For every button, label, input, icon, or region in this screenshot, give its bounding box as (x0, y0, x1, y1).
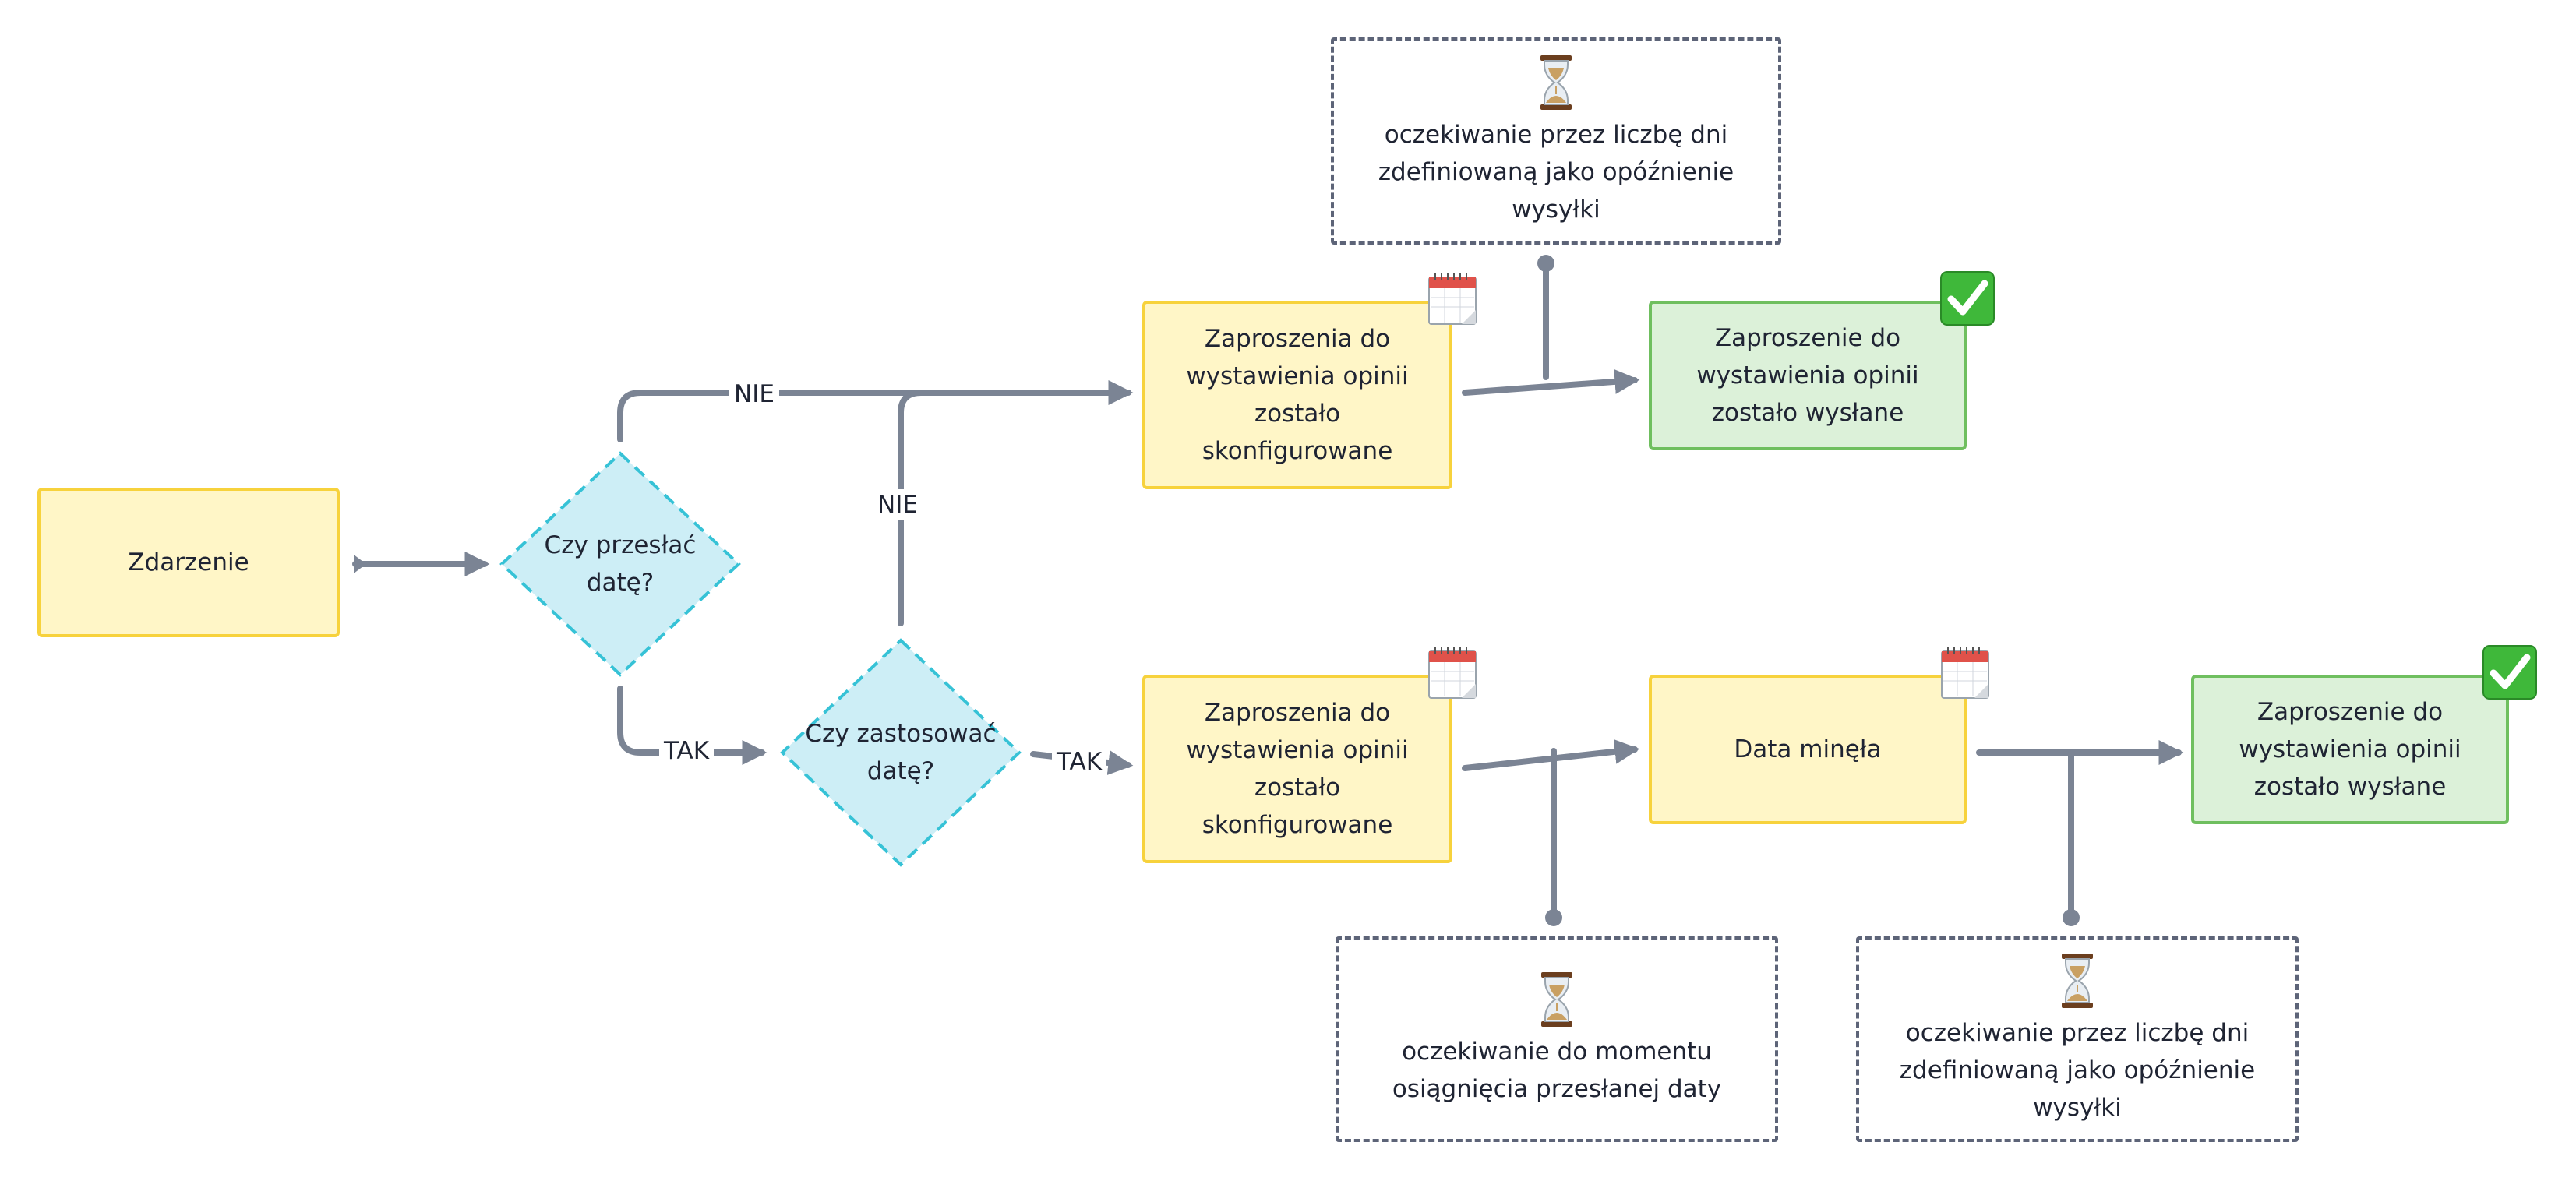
wait-until-date-text: oczekiwanie do momentu osiągnięcia przes… (1392, 1038, 1722, 1103)
configured-node-top: Zaproszenia do wystawienia opinii został… (1142, 301, 1452, 489)
check-mark-icon (1940, 271, 1995, 326)
calendar-icon (1428, 647, 1477, 699)
edge-decision-no (617, 380, 1134, 442)
edge-label-no-top: NIE (729, 379, 779, 410)
edge-decision2-no (898, 390, 924, 626)
edge-configured-to-datepassed (1462, 739, 1640, 771)
edge-label-no-vertical: NIE (873, 489, 923, 520)
edge-configured-to-sent (1462, 368, 1640, 396)
wait-delay-note-bottom: oczekiwanie przez liczbę dni zdefiniowan… (1856, 936, 2299, 1142)
configured-top-label: Zaproszenia do wystawienia opinii został… (1186, 325, 1409, 465)
hourglass-icon (2062, 954, 2093, 1008)
decision-diamond-apply-date (780, 638, 1022, 867)
edge-decision-yes (617, 686, 768, 765)
decision-apply-date-label: Czy zastosować datę? (805, 720, 997, 785)
wait-delay-note-top: oczekiwanie przez liczbę dni zdefiniowan… (1331, 37, 1781, 245)
edge-label-yes-second: TAK (1052, 746, 1107, 777)
date-passed-node: Data minęła (1649, 675, 1967, 824)
sent-node-top: Zaproszenie do wystawienia opinii został… (1649, 301, 1967, 450)
event-label: Zdarzenie (128, 548, 249, 576)
calendar-icon (1941, 647, 1989, 699)
sent-node-bottom: Zaproszenie do wystawienia opinii został… (2191, 675, 2509, 824)
sent-bottom-label: Zaproszenie do wystawienia opinii został… (2239, 698, 2461, 801)
hourglass-icon (1540, 55, 1572, 110)
configured-bottom-label: Zaproszenia do wystawienia opinii został… (1186, 699, 1409, 839)
decision-apply-date: Czy zastosować datę? (782, 640, 1019, 865)
date-passed-label: Data minęła (1734, 735, 1882, 763)
event-node: Zdarzenie (37, 488, 340, 637)
decision-send-date-label: Czy przesłać datę? (544, 531, 697, 597)
wait-until-date-note: oczekiwanie do momentu osiągnięcia przes… (1336, 936, 1778, 1142)
configured-node-bottom: Zaproszenia do wystawienia opinii został… (1142, 675, 1452, 863)
decision-diamond-send-date (499, 451, 741, 677)
decision-send-date: Czy przesłać datę? (502, 453, 739, 675)
calendar-icon (1428, 273, 1477, 325)
hourglass-icon (1541, 972, 1572, 1027)
wait-delay-bottom-text: oczekiwanie przez liczbę dni zdefiniowan… (1899, 1019, 2256, 1122)
wait-delay-top-text: oczekiwanie przez liczbę dni zdefiniowan… (1378, 121, 1734, 224)
check-mark-icon (2482, 645, 2537, 700)
edge-label-yes-first: TAK (659, 735, 715, 767)
sent-top-label: Zaproszenie do wystawienia opinii został… (1696, 324, 1919, 427)
